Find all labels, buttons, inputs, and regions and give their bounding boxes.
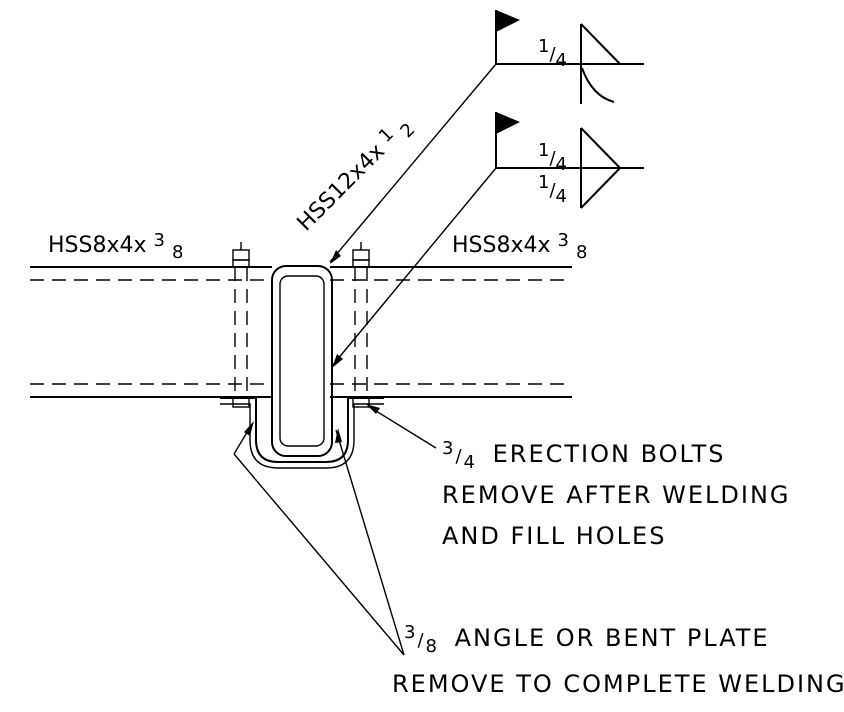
angle-note-line2: REMOVE TO COMPLETE WELDING: [392, 670, 844, 698]
angle-note-line1: 3/8 ANGLE OR BENT PLATE: [404, 622, 770, 658]
bent-plate: [220, 397, 384, 469]
weld-upper-size: 1/4: [538, 36, 567, 71]
angle-leaders: [233, 421, 405, 656]
bolt-note-line2: REMOVE AFTER WELDING: [442, 481, 791, 509]
bolt-leader: [366, 404, 437, 449]
right-erection-bolt: [352, 242, 370, 408]
weld-lower-size-bottom: 1/4: [538, 172, 567, 207]
weld-symbol-upper: [329, 10, 644, 264]
column-label: HSS12x4x 1 2: [288, 109, 419, 240]
weld-symbol-lower: [331, 112, 644, 368]
left-erection-bolt: [232, 242, 250, 408]
right-beam-label: HSS8x4x 3 8: [452, 227, 587, 263]
weld-lower-size-top: 1/4: [538, 140, 567, 175]
column-hss: [271, 265, 333, 457]
left-beam-label: HSS8x4x 3 8: [48, 227, 183, 263]
bolt-note-line1: 3/4 ERECTION BOLTS: [442, 438, 726, 474]
bolt-note-line3: AND FILL HOLES: [442, 522, 666, 550]
